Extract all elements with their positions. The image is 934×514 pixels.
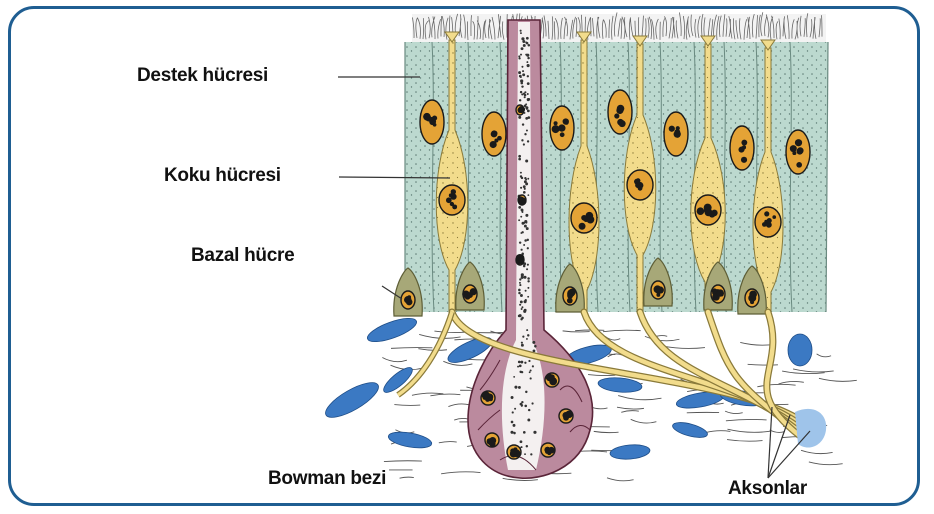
- olfactory-cell-nucleus: [439, 185, 465, 215]
- olfactory-cell-nucleus: [755, 207, 781, 237]
- connective-tissue-cell: [788, 334, 812, 366]
- label-support-cell: Destek hücresi: [137, 65, 268, 87]
- bowman-gland-nucleus: [515, 254, 524, 265]
- bowman-gland-nucleus: [481, 391, 495, 405]
- basal-cell-nucleus: [745, 289, 759, 307]
- axon-bundle: [398, 312, 800, 436]
- bowman-gland-nucleus: [559, 409, 573, 423]
- olfactory-cell-nucleus: [627, 170, 653, 200]
- bowman-gland-nucleus: [518, 195, 527, 205]
- bowman-gland-nucleus: [507, 445, 521, 459]
- basal-cell-nucleus: [401, 291, 415, 309]
- support-cell-nucleus: [786, 130, 810, 174]
- basal-cell-nucleus: [462, 285, 477, 303]
- bowman-gland-nucleus: [485, 433, 499, 447]
- connective-tissue-cell: [365, 314, 419, 347]
- connective-tissue-cell: [321, 376, 383, 423]
- connective-tissue-cell: [609, 443, 650, 460]
- olfactory-cell-nucleus: [571, 203, 597, 233]
- support-cell-nucleus: [730, 126, 754, 170]
- bowman-gland-nucleus: [541, 443, 555, 457]
- bowman-gland-nucleus: [545, 373, 559, 387]
- support-cell-nucleus: [550, 106, 574, 150]
- cilia-layer: [412, 12, 826, 42]
- support-cell-nucleus: [420, 100, 444, 144]
- connective-tissue-cell: [387, 429, 433, 450]
- support-cell-nucleus: [664, 112, 688, 156]
- label-basal-cell: Bazal hücre: [191, 245, 294, 267]
- basal-cell-nucleus: [563, 287, 577, 305]
- olfactory-cell-nucleus: [695, 195, 721, 225]
- support-cell-nucleus: [608, 90, 632, 134]
- label-axons: Aksonlar: [728, 478, 807, 500]
- label-bowman-gland: Bowman bezi: [268, 468, 386, 490]
- basal-cell-nucleus: [651, 281, 665, 299]
- support-cell-nucleus: [482, 112, 506, 156]
- connective-tissue-cell: [380, 364, 415, 396]
- connective-tissue-cell: [671, 420, 709, 441]
- label-olfactory-cell: Koku hücresi: [164, 165, 281, 187]
- leader-line-axons-3: [768, 431, 810, 478]
- basal-cell-nucleus: [711, 285, 725, 303]
